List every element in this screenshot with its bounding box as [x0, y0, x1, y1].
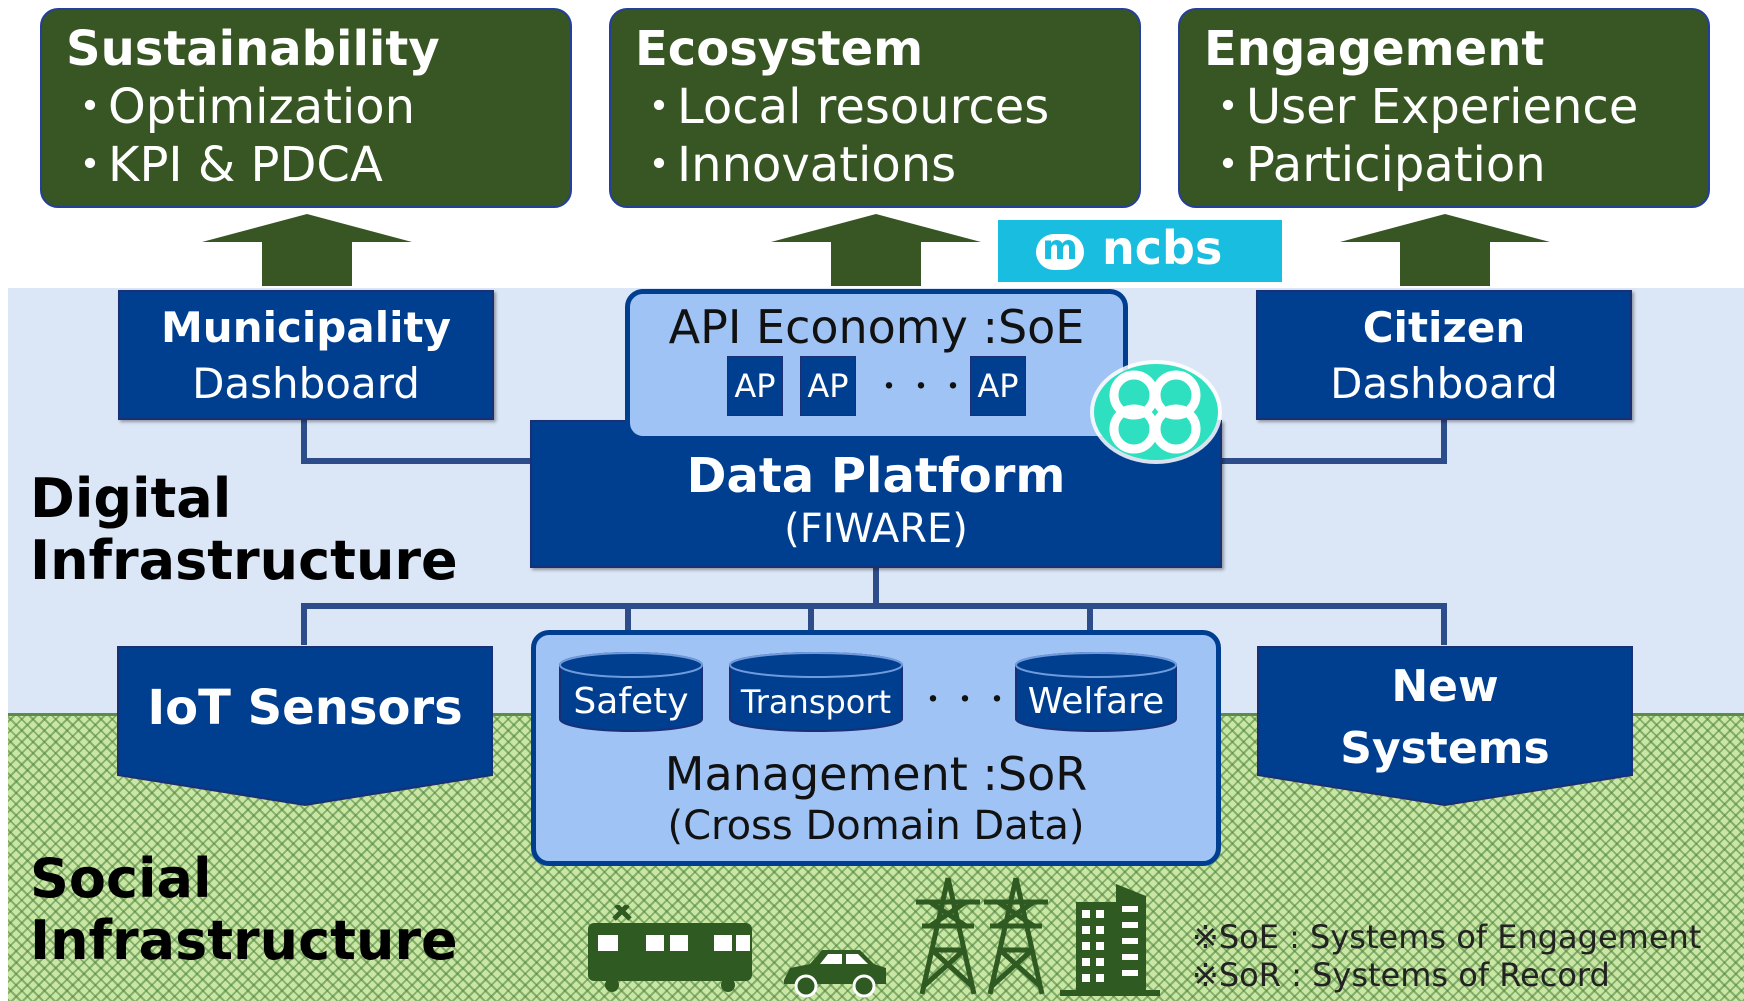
connector [301, 420, 307, 464]
citizen-dashboard: Citizen Dashboard [1256, 290, 1632, 420]
goal-item: Innovations [677, 137, 957, 193]
goal-item: Optimization [108, 79, 416, 135]
ap-block: AP [970, 356, 1026, 416]
connector [1218, 458, 1447, 464]
goal-sustainability: Sustainability ・Optimization ・KPI & PDCA [40, 8, 572, 208]
connector [625, 603, 631, 651]
goal-title: Ecosystem [635, 21, 924, 77]
social-infrastructure-label: Social Infrastructure [30, 847, 458, 972]
up-arrow-icon [771, 214, 981, 286]
up-arrow-icon [202, 214, 412, 286]
management-title: Management :SoR [664, 747, 1088, 801]
footnote-soe: ※SoE : Systems of Engagement [1192, 918, 1702, 956]
management-subtitle: (Cross Domain Data) [667, 803, 1085, 849]
municipality-dashboard: Municipality Dashboard [118, 290, 494, 420]
database-icon [729, 652, 903, 732]
building-icon [1060, 884, 1160, 996]
power-tower-icon [916, 877, 980, 995]
connector [1441, 603, 1447, 645]
ncbs-logo: m ncbs [998, 220, 1282, 282]
car-icon [784, 950, 886, 998]
ap-block: AP [800, 356, 856, 416]
new-systems-label: New Systems [1340, 661, 1550, 774]
ap-block: AP [727, 356, 783, 416]
iot-sensors-label: IoT Sensors [147, 680, 463, 736]
safety-database: Safety [558, 651, 704, 733]
up-arrow-icon [1340, 214, 1550, 286]
connector [301, 458, 531, 464]
train-icon [588, 905, 752, 992]
domain-ellipsis: ・・・ [918, 683, 1014, 718]
goal-ecosystem: Ecosystem ・Local resources ・Innovations [609, 8, 1141, 208]
database-icon [1015, 652, 1177, 732]
goal-title: Engagement [1204, 21, 1545, 77]
iot-sensors-shape [117, 646, 493, 807]
power-tower-icon [984, 877, 1048, 995]
ncbs-logo-text: ncbs [1102, 221, 1223, 275]
api-economy-title: API Economy :SoE [668, 300, 1085, 354]
ncbs-mark-icon: m [1036, 228, 1084, 270]
goal-item: Local resources [677, 79, 1050, 135]
footnote-sor: ※SoR : Systems of Record [1192, 956, 1610, 994]
transport-database: Transport [728, 651, 904, 733]
goal-item: KPI & PDCA [108, 137, 383, 193]
connector [873, 564, 879, 609]
goal-title: Sustainability [66, 21, 440, 77]
api-economy-box: API Economy :SoE AP AP ・・・ AP [625, 289, 1128, 441]
welfare-database: Welfare [1014, 651, 1178, 733]
goal-item: Participation [1246, 137, 1546, 193]
goal-engagement: Engagement ・User Experience ・Participati… [1178, 8, 1710, 208]
digital-infrastructure-label: Digital Infrastructure [30, 467, 458, 592]
new-systems-shape [1257, 646, 1633, 807]
fiware-logo-icon [1090, 360, 1222, 464]
connector [301, 603, 307, 645]
connector [1441, 420, 1447, 464]
connector [808, 603, 814, 651]
connector [301, 603, 1447, 609]
goal-item: User Experience [1246, 79, 1639, 135]
ap-ellipsis: ・・・ [874, 370, 970, 405]
connector [1087, 603, 1093, 651]
database-icon [559, 652, 703, 732]
management-sor-box: Safety Transport ・・・ Welfare Management … [531, 630, 1221, 866]
